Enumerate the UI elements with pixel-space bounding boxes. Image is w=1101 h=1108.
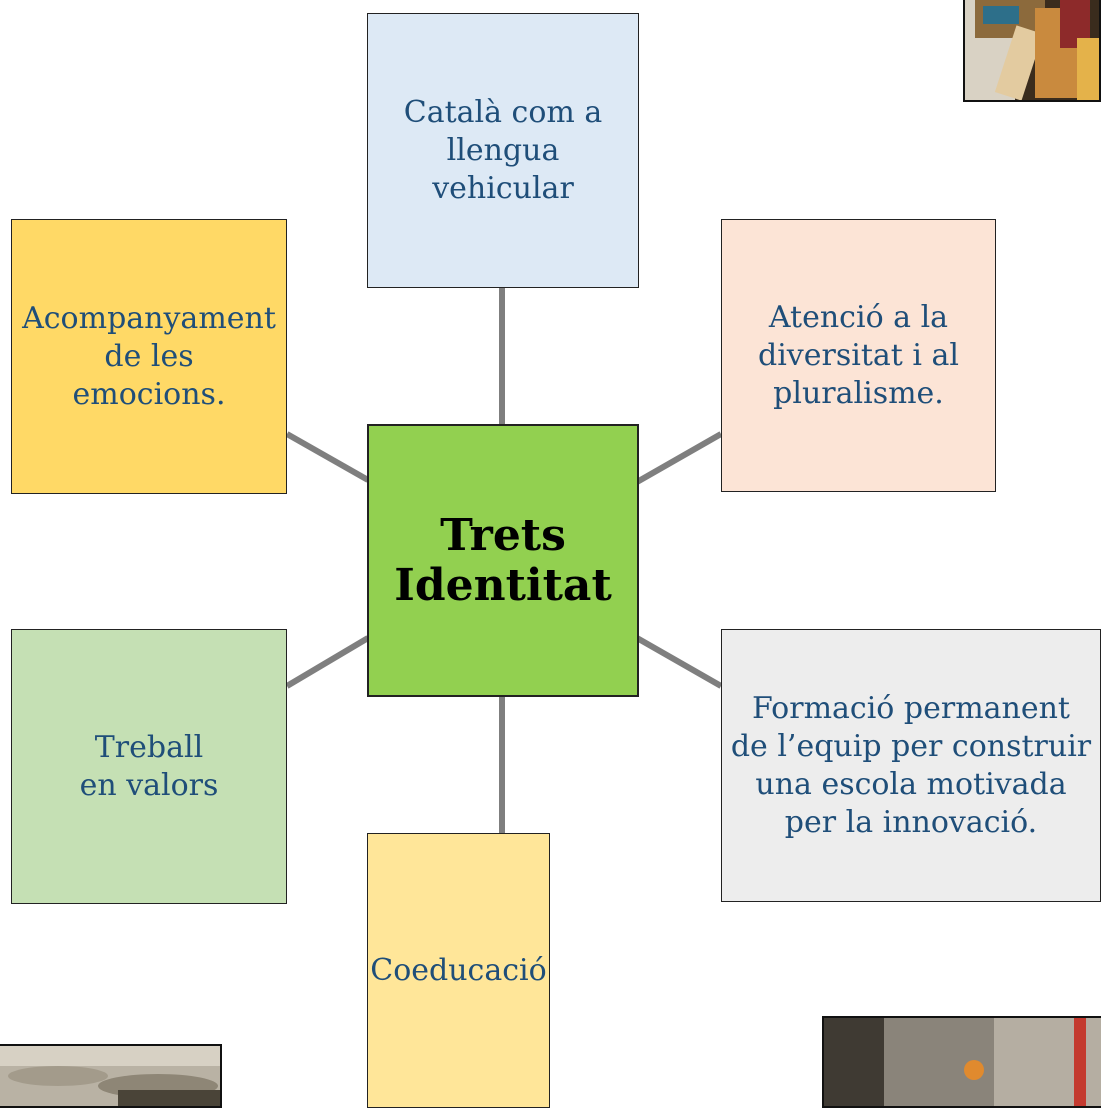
photo-bottom-left	[0, 1044, 222, 1108]
photo-blocks-image	[965, 0, 1099, 100]
node-atencio: Atenció a la diversitat i al pluralisme.	[721, 219, 996, 492]
node-acompanyament: Acompanyament de les emocions.	[11, 219, 287, 494]
photo-painting-image	[824, 1018, 1101, 1106]
node-formacio: Formació permanent de l’equip per constr…	[721, 629, 1101, 902]
connector-formacio	[635, 635, 723, 689]
connector-treball	[285, 635, 370, 689]
connector-acompanyament	[285, 431, 370, 483]
node-coeducacio: Coeducació	[367, 833, 550, 1108]
center-node-trets-identitat: Trets Identitat	[367, 424, 639, 697]
photo-top-right	[963, 0, 1101, 102]
photo-ground-image	[0, 1046, 220, 1106]
node-catala: Català com a llengua vehicular	[367, 13, 639, 288]
connector-atencio	[635, 431, 723, 485]
node-treball: Treball en valors	[11, 629, 287, 904]
photo-bottom-right	[822, 1016, 1101, 1108]
